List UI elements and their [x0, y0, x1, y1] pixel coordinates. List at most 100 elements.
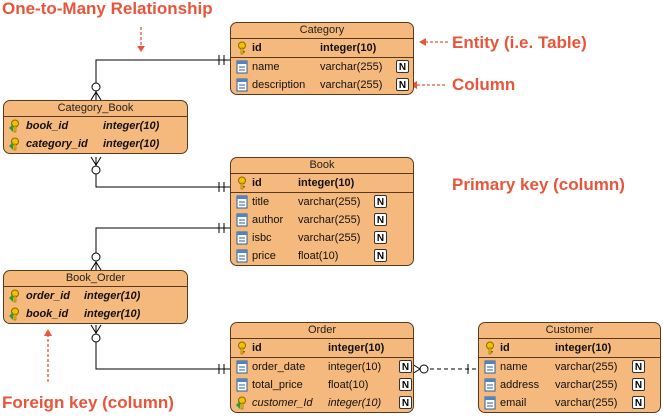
column-type: integer(10) [298, 177, 355, 189]
column-type: varchar(255) [320, 61, 383, 73]
column-type: integer(10) [328, 361, 382, 373]
column-type: varchar(255) [298, 214, 361, 226]
column-name: book_id [26, 120, 69, 132]
entity-title[interactable]: Order [231, 323, 413, 339]
primary-key-icon [236, 41, 248, 55]
nullable-badge: N [632, 378, 645, 391]
column-icon [236, 231, 248, 245]
annotation-entity-table: Entity (i.e. Table) [452, 33, 587, 52]
column-name: category_id [26, 138, 88, 150]
column-type: float(10) [298, 250, 339, 262]
column-row[interactable]: id integer(10) [231, 339, 413, 358]
column-name: id [252, 342, 262, 354]
entity-order[interactable]: Order id integer(10) order_date integer(10) N… [230, 322, 414, 413]
column-name: id [500, 342, 510, 354]
column-type: integer(10) [320, 42, 377, 54]
column-name: total_price [252, 379, 303, 391]
column-row[interactable]: category_id integer(10) [4, 135, 187, 153]
column-type: integer(10) [84, 308, 141, 320]
column-name: order_date [252, 361, 306, 373]
column-name: price [252, 250, 276, 262]
annotation-foreign-key: Foreign key (column) [2, 393, 174, 412]
annotation-one-to-many: One-to-Many Relationship [2, 0, 213, 18]
entity-title[interactable]: Category_Book [4, 101, 187, 117]
column-type: integer(10) [84, 290, 141, 302]
column-row[interactable]: order_id integer(10) [4, 287, 187, 305]
connector-book-book-order [95, 227, 230, 270]
column-row[interactable]: email varchar(255) N [479, 394, 660, 412]
column-row[interactable]: order_date integer(10) N [231, 358, 413, 376]
primary-key-icon [484, 341, 496, 355]
column-name: name [500, 361, 528, 373]
nullable-badge: N [374, 249, 387, 262]
column-name: id [252, 42, 262, 54]
annotation-primary-key: Primary key (column) [452, 175, 625, 194]
column-icon [236, 60, 248, 74]
column-icon [236, 195, 248, 209]
nullable-badge: N [396, 60, 409, 73]
entity-title[interactable]: Customer [479, 323, 660, 339]
column-name: name [252, 61, 280, 73]
column-icon [484, 360, 496, 374]
column-row[interactable]: id integer(10) [231, 39, 413, 58]
column-type: integer(10) [103, 138, 160, 150]
column-row[interactable]: price float(10) N [231, 247, 413, 265]
column-type: integer(10) [328, 397, 382, 409]
column-type: varchar(255) [298, 232, 361, 244]
foreign-key-icon [236, 396, 248, 410]
nullable-badge: N [396, 78, 409, 91]
column-icon [484, 396, 496, 410]
column-type: varchar(255) [298, 196, 361, 208]
connector-book-category-book [95, 157, 230, 188]
column-name: email [500, 397, 527, 409]
column-type: integer(10) [328, 342, 385, 354]
foreign-key-icon [9, 119, 21, 133]
column-row[interactable]: id integer(10) [479, 339, 660, 358]
column-type: integer(10) [555, 342, 612, 354]
connector-category-category-book [95, 59, 230, 100]
nullable-badge: N [374, 231, 387, 244]
connector-order-book-order [95, 325, 230, 370]
column-name: title [252, 196, 270, 208]
column-name: description [252, 79, 306, 91]
entity-title[interactable]: Category [231, 23, 413, 39]
nullable-badge: N [632, 360, 645, 373]
column-icon [236, 213, 248, 227]
foreign-key-icon [9, 307, 21, 321]
column-row[interactable]: id integer(10) [231, 174, 413, 193]
column-icon [236, 360, 248, 374]
column-row[interactable]: name varchar(255) N [231, 58, 413, 76]
column-icon [236, 78, 248, 92]
primary-key-icon [236, 341, 248, 355]
nullable-badge: N [632, 396, 645, 409]
column-name: id [252, 177, 262, 189]
column-name: order_id [26, 290, 71, 302]
column-name: address [500, 379, 540, 391]
entity-title[interactable]: Book_Order [4, 271, 187, 287]
column-name: author [252, 214, 284, 226]
column-type: float(10) [328, 379, 369, 391]
entity-title[interactable]: Book [231, 158, 413, 174]
nullable-badge: N [399, 396, 412, 409]
foreign-key-icon [9, 137, 21, 151]
nullable-badge: N [399, 360, 412, 373]
column-type: varchar(255) [555, 397, 618, 409]
annotation-column: Column [452, 75, 516, 94]
primary-key-icon [236, 176, 248, 190]
